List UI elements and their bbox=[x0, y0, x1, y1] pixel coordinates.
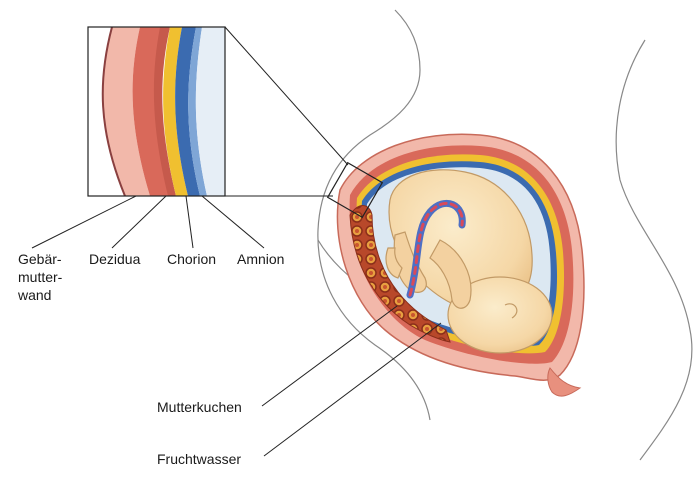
placenta bbox=[349, 205, 451, 343]
label-fruchtwasser: Fruchtwasser bbox=[157, 451, 242, 467]
label-chorion: Chorion bbox=[167, 251, 217, 267]
label-amnion: Amnion bbox=[237, 251, 285, 267]
fetus bbox=[385, 169, 553, 354]
zoom-connectors bbox=[224, 26, 349, 197]
zoom-inset-frame bbox=[87, 26, 226, 197]
umbilical-cord bbox=[406, 199, 466, 299]
label-gebaermutterwand: Gebär- mutter- wand bbox=[18, 250, 62, 304]
leader-mutterkuchen bbox=[261, 305, 398, 407]
leader-gebaermutterwand bbox=[31, 195, 137, 249]
leader-fruchtwasser bbox=[263, 322, 442, 457]
leader-amnion bbox=[201, 195, 265, 249]
label-mutterkuchen: Mutterkuchen bbox=[157, 399, 242, 415]
label-dezidua: Dezidua bbox=[89, 251, 141, 267]
label-gebaermutterwand-line3: wand bbox=[18, 287, 52, 303]
label-gebaermutterwand-line2: mutter- bbox=[18, 269, 63, 285]
zoom-source-box bbox=[326, 161, 384, 219]
leader-lines bbox=[31, 195, 442, 457]
leader-dezidua bbox=[111, 195, 167, 249]
zoom-inset bbox=[88, 27, 225, 196]
leader-chorion bbox=[185, 195, 194, 249]
label-gebaermutterwand-line1: Gebär- bbox=[18, 251, 62, 267]
